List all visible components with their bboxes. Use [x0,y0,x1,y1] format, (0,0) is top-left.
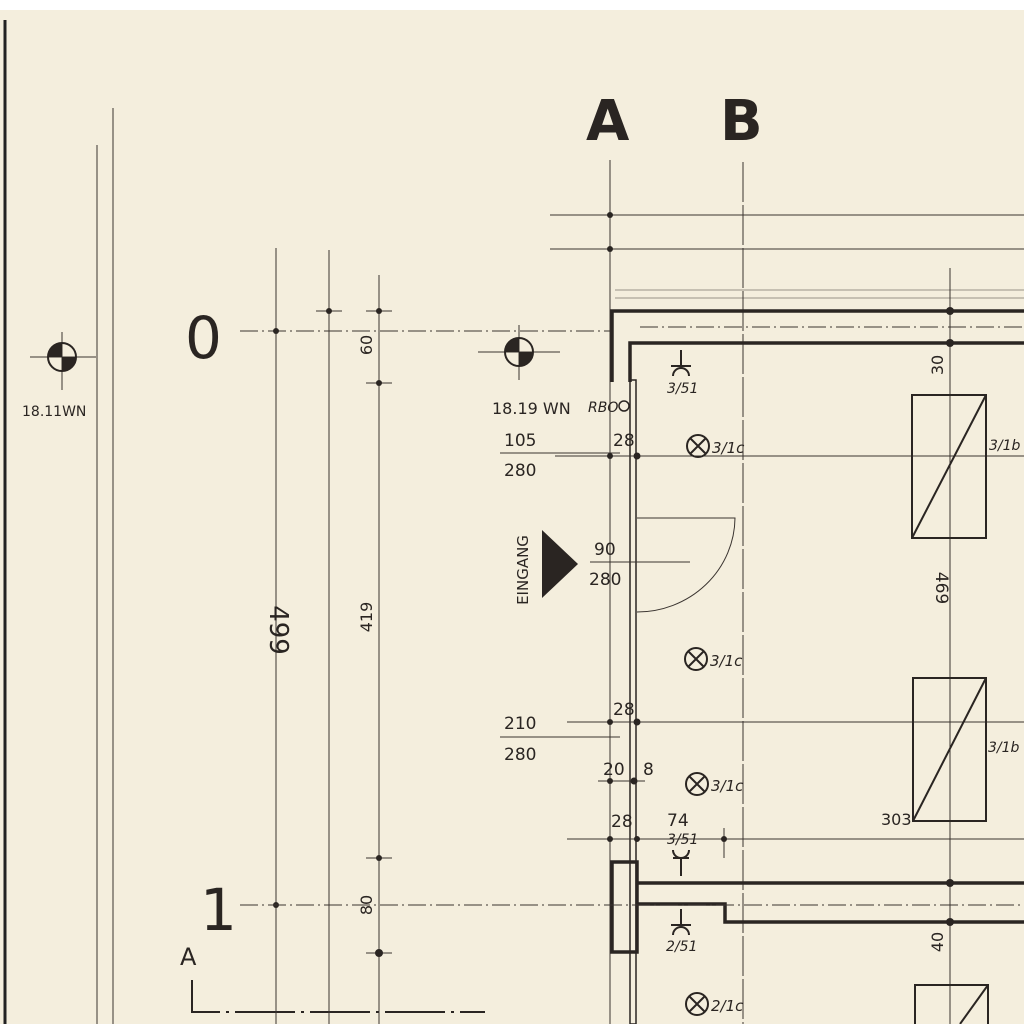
dim-right-bottom: 40 [928,932,947,952]
pier3: 28 [611,812,633,832]
point-303: 303 [881,810,912,829]
outlet-icon [671,350,691,377]
reveal-a: 20 [603,760,625,780]
entrance-label: EINGANG [514,535,532,605]
panel2-label: 3/1b [988,740,1020,756]
lamp4-label: 2/1c [711,997,744,1015]
level-left: 18.11WN [22,404,86,420]
level-marker-left [30,332,96,390]
outlet-top-label: 3/51 [667,381,698,397]
dim-right-top: 30 [928,355,947,375]
level-marker-right [478,325,560,380]
lamp3-label: 3/1c [711,777,744,795]
dim-right-mid: 469 [931,572,951,604]
pier1: 28 [613,431,635,451]
window1-width: 105 [504,431,536,451]
door-width: 90 [594,540,616,560]
outlet-icon [671,909,691,936]
row-axis-1: 1 [200,876,237,944]
reveal-b: 8 [643,760,654,780]
light-panel-icon [914,984,989,1024]
dim-top: 60 [357,335,376,355]
panel1-label: 3/1b [989,438,1021,454]
facade-glazing [629,379,637,1024]
lamp-icon [686,434,710,458]
outlet-low-label: 2/51 [666,939,697,955]
outlet-icon [672,849,690,876]
lamp-icon [685,992,709,1016]
section-marker: A [180,943,197,971]
wall [610,309,1024,382]
top-margin [0,0,1024,10]
dim-middle: 419 [357,602,376,633]
rbo-label: RBO [588,400,618,416]
outlet-mid-label: 3/51 [667,832,698,848]
column [610,860,639,954]
window2-width: 210 [504,714,536,734]
section-line [191,980,485,1013]
light-panel-icon [911,394,987,539]
level-right: 18.19 WN [492,399,571,418]
lamp-icon [685,772,709,796]
door-height: 280 [589,570,621,590]
dim-offset: 74 [667,811,689,831]
row-axis-0: 0 [185,304,222,372]
entrance-arrow-icon [542,530,578,598]
lamp2-label: 3/1c [710,652,743,670]
light-panel-icon [912,677,987,822]
grid-axis-b: B [720,89,763,154]
door-swing [636,517,736,613]
grid-axis-a: A [586,89,630,154]
wall [628,341,1024,382]
lamp-icon [684,647,708,671]
lamp1-label: 3/1c [712,439,745,457]
pier2: 28 [613,700,635,720]
window2-height: 280 [504,745,536,765]
dim-total: 499 [263,605,293,655]
window1-height: 280 [504,461,536,481]
